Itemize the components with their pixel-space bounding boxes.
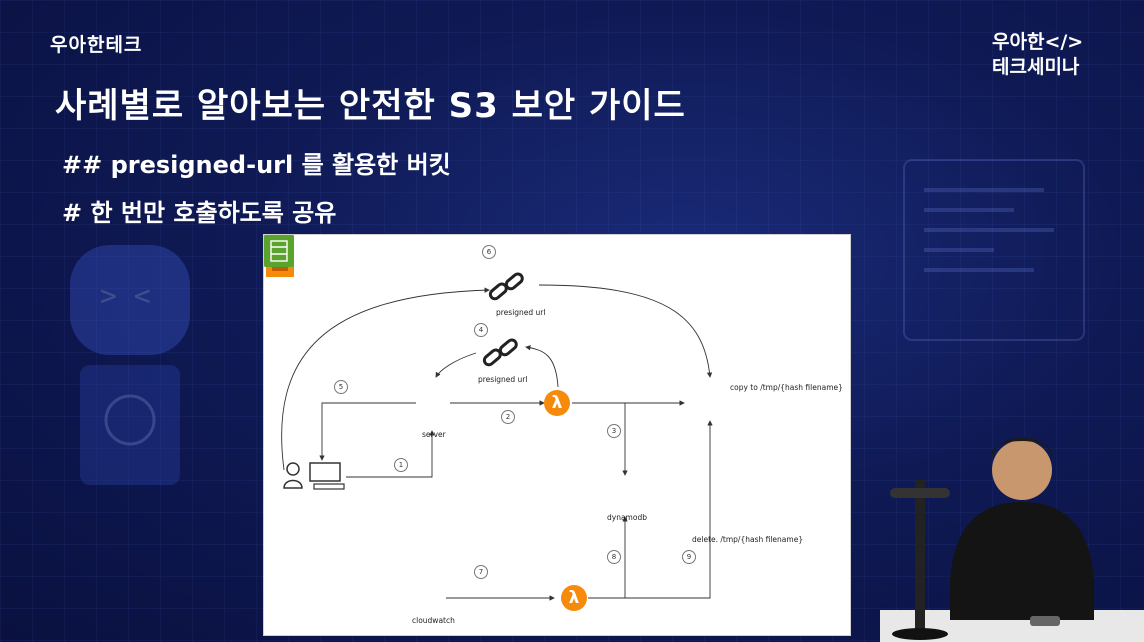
user-computer-icon xyxy=(282,460,348,492)
step-6: 6 xyxy=(482,245,496,259)
architecture-diagram: presigned url presigned url server λ cop… xyxy=(263,234,851,636)
step-2: 2 xyxy=(501,410,515,424)
copy-to-label: copy to /tmp/{hash filename} xyxy=(730,383,843,392)
step-5: 5 xyxy=(334,380,348,394)
brand-right-line2: 테크세미나 xyxy=(992,55,1083,80)
lambda-icon: λ xyxy=(544,390,570,416)
link-icon xyxy=(486,271,526,303)
server-label: server xyxy=(422,430,446,439)
slide-subtitle-1: ## presigned-url 를 활용한 버킷 xyxy=(62,145,451,180)
step-1: 1 xyxy=(394,458,408,472)
brand-right-line1: 우아한</> xyxy=(992,30,1083,55)
robot-decoration: > < xyxy=(60,235,210,495)
brand-logo-right: 우아한</> 테크세미나 xyxy=(992,30,1083,80)
step-9: 9 xyxy=(682,550,696,564)
slide-title: 사례별로 알아보는 안전한 S3 보안 가이드 xyxy=(55,78,686,127)
link-icon xyxy=(480,337,520,369)
cloudwatch-icon xyxy=(264,235,294,267)
step-3: 3 xyxy=(607,424,621,438)
code-decoration xyxy=(884,100,1104,400)
cloudwatch-label: cloudwatch xyxy=(412,616,455,625)
delete-label: delete. /tmp/{hash filename} xyxy=(692,535,803,544)
brand-logo-left: 우아한테크 xyxy=(50,30,142,57)
slide-subtitle-2: # 한 번만 호출하도록 공유 xyxy=(62,193,336,228)
lambda-icon: λ xyxy=(561,585,587,611)
presenter-video xyxy=(880,420,1144,642)
diagram-connectors xyxy=(264,235,850,635)
step-7: 7 xyxy=(474,565,488,579)
presigned-url-label-top: presigned url xyxy=(496,308,545,317)
step-4: 4 xyxy=(474,323,488,337)
svg-text:> <: > < xyxy=(100,279,151,312)
presigned-url-label-mid: presigned url xyxy=(478,375,527,384)
step-8: 8 xyxy=(607,550,621,564)
dynamodb-label: dynamodb xyxy=(607,513,647,522)
